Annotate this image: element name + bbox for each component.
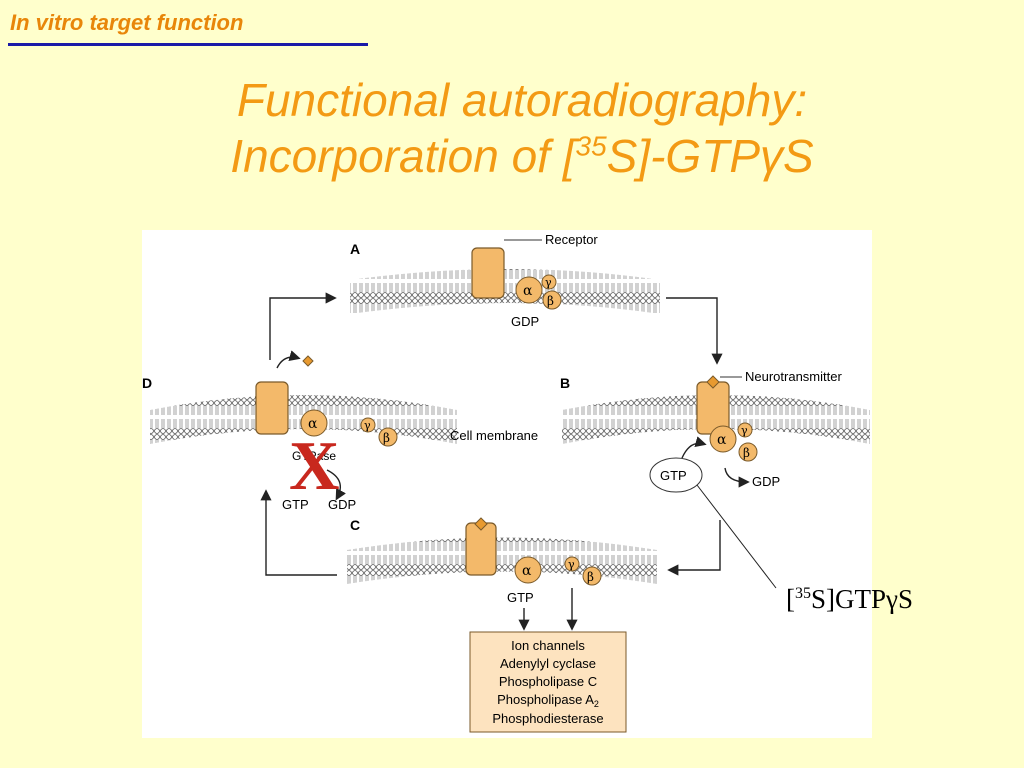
alpha-d-label: α xyxy=(308,416,318,432)
title-line2-prefix: Incorporation of [ xyxy=(230,130,576,182)
gamma-c-label: γ xyxy=(568,558,575,571)
gdp-label-a: GDP xyxy=(511,314,539,329)
receptor-d xyxy=(255,381,289,435)
panel-label-c: C xyxy=(350,517,360,533)
beta-subunit-c xyxy=(582,566,602,586)
gdp-label-b: GDP xyxy=(752,474,780,489)
released-neurotransmitter xyxy=(302,355,314,367)
gprotein-cycle-figure: A B C D Receptor α β γ GDP Neurotransmit… xyxy=(142,230,872,738)
cell-membrane-label: Cell membrane xyxy=(450,428,538,443)
effector-item: Phosphodiesterase xyxy=(492,711,603,726)
cycle-arrow-b-to-c xyxy=(667,520,721,576)
gamma-d-label: γ xyxy=(364,419,371,432)
callout-sup: 35 xyxy=(795,585,811,602)
beta-b-label: β xyxy=(743,446,750,460)
title-line2-sup: 35 xyxy=(575,130,607,162)
alpha-b-label: α xyxy=(717,432,727,448)
effector-box xyxy=(469,631,627,733)
neurotransmitter-label: Neurotransmitter xyxy=(745,369,842,384)
gamma-b-label: γ xyxy=(741,424,748,437)
membrane-a xyxy=(350,269,660,314)
title-line-1: Functional autoradiography: xyxy=(236,74,808,126)
header-rule xyxy=(8,43,368,46)
receptor-a xyxy=(471,247,505,299)
alpha-subunit-b xyxy=(709,425,737,453)
beta-d-label: β xyxy=(383,431,390,445)
blocked-hydrolysis-mark: X xyxy=(289,428,340,505)
panel-label-d: D xyxy=(142,375,152,391)
callout-end: S xyxy=(897,584,913,614)
title-line2-greek: γ xyxy=(760,130,783,182)
panel-label-a: A xyxy=(350,241,360,257)
slide-title: Functional autoradiography: Incorporatio… xyxy=(0,72,1024,184)
alpha-subunit-c xyxy=(514,556,542,584)
gtp-label-d: GTP xyxy=(282,497,309,512)
gamma-subunit-d xyxy=(360,417,376,433)
gtp-label-b: GTP xyxy=(660,468,687,483)
gamma-subunit-b xyxy=(737,422,753,438)
effector-item: Phospholipase C xyxy=(499,674,597,689)
cycle-arrow-c-to-d xyxy=(260,489,337,576)
neurotransmitter-b xyxy=(706,375,720,389)
beta-subunit-b xyxy=(738,442,758,462)
gtp-entry-arrow xyxy=(681,436,707,459)
ligand-release-arrow xyxy=(276,350,301,369)
gtp-hydrolysis-arrow xyxy=(326,469,346,501)
gtp-binding-circle xyxy=(649,457,703,493)
membrane-c xyxy=(347,537,657,584)
alpha-a-label: α xyxy=(523,283,533,299)
gamma-subunit-a xyxy=(541,274,557,290)
gtpgs-callout: [35S]GTPγS xyxy=(786,584,913,615)
effector-item: Phospholipase A2 xyxy=(497,692,599,709)
cycle-arrow-a-to-b xyxy=(666,297,723,365)
beta-subunit-a xyxy=(542,290,562,310)
effector-item: Ion channels xyxy=(511,638,585,653)
neurotransmitter-c xyxy=(474,517,488,531)
beta-a-label: β xyxy=(547,294,554,308)
gtpase-label: GTPase xyxy=(292,449,336,463)
cycle-arrow-d-to-a xyxy=(269,292,337,360)
alpha-subunit-d xyxy=(300,409,328,437)
alpha-c-label: α xyxy=(522,563,532,579)
gprotein-cycle-diagram: A B C D Receptor α β γ GDP Neurotransmit… xyxy=(142,232,870,733)
effector-item: Adenylyl cyclase xyxy=(500,656,596,671)
beta-subunit-d xyxy=(378,427,398,447)
title-line-2: Incorporation of [35S]-GTPγS xyxy=(0,128,1024,184)
callout-suffix: S]GTP xyxy=(811,584,887,614)
receptor-label: Receptor xyxy=(545,232,598,247)
callout-greek: γ xyxy=(886,584,898,614)
gamma-a-label: γ xyxy=(545,276,552,289)
header-label: In vitro target function xyxy=(10,10,244,35)
gamma-subunit-c xyxy=(564,556,580,572)
title-line2-end: S xyxy=(783,130,814,182)
gdp-exit-arrow xyxy=(724,467,750,488)
receptor-c xyxy=(465,522,497,576)
callout-leader-line xyxy=(696,484,777,589)
title-line2-suffix: S]-GTP xyxy=(606,130,760,182)
gtp-label-c: GTP xyxy=(507,590,534,605)
panel-label-b: B xyxy=(560,375,570,391)
callout-prefix: [ xyxy=(786,584,795,614)
beta-c-label: β xyxy=(587,570,594,584)
gdp-label-d: GDP xyxy=(328,497,356,512)
alpha-subunit-a xyxy=(515,276,543,304)
